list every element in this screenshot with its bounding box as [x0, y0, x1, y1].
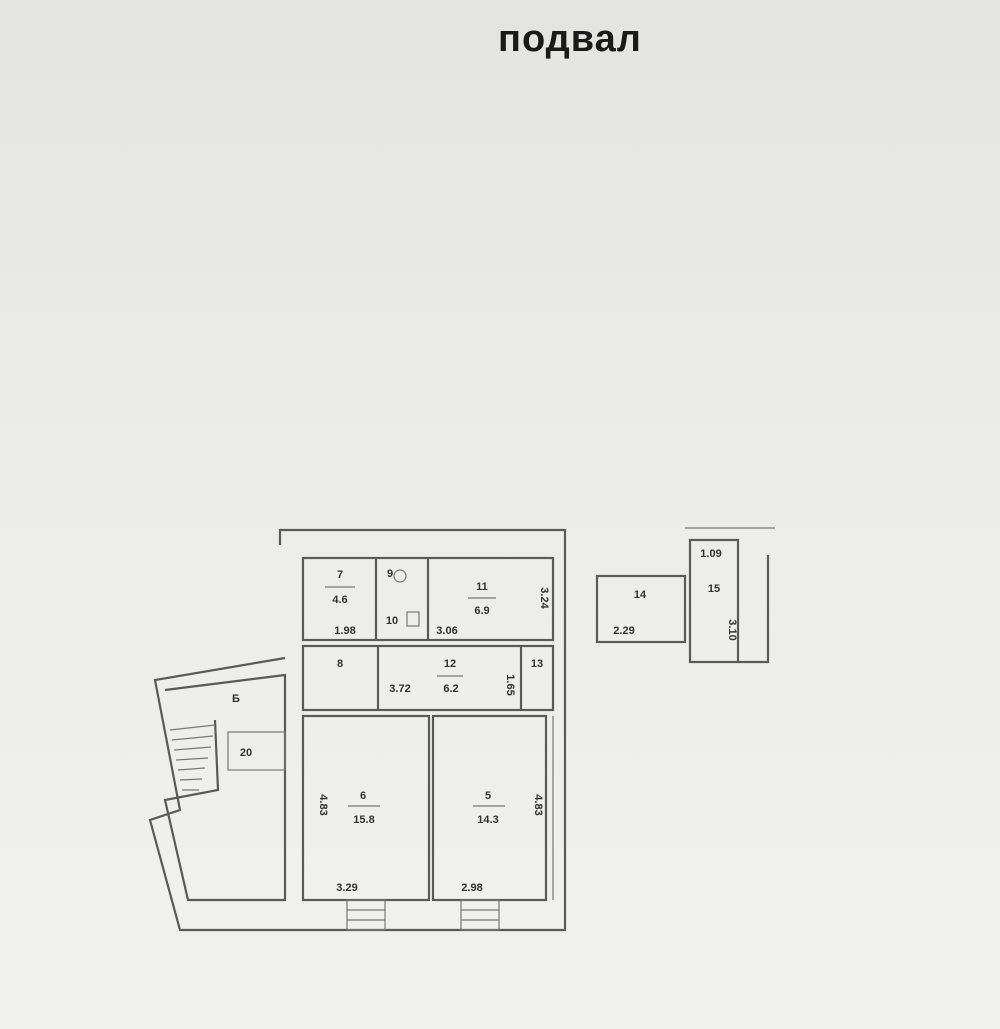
walls	[148, 527, 775, 932]
room-7-area: 4.6	[332, 594, 347, 606]
room-7-number: 7	[337, 569, 343, 581]
staircase	[169, 724, 216, 791]
dimension-3-06: 3.06	[436, 625, 457, 637]
room-6-area: 15.8	[353, 814, 374, 826]
toilet-icon	[393, 569, 407, 583]
dimension-1-98: 1.98	[334, 625, 355, 637]
room-11-area: 6.9	[474, 605, 489, 617]
dimension-1-65: 1.65	[504, 674, 516, 695]
sink-icon	[406, 611, 420, 627]
room-12-area: 6.2	[443, 683, 458, 695]
room-10-number: 10	[386, 615, 398, 627]
dimension-3-29: 3.29	[336, 882, 357, 894]
room-11-number: 11	[476, 581, 488, 593]
entry-steps	[346, 899, 500, 931]
room-20-number: 20	[240, 747, 252, 759]
room-8-number: 8	[337, 658, 343, 670]
room-15-number: 15	[708, 583, 720, 595]
room-13-number: 13	[531, 658, 543, 670]
room-12-number: 12	[444, 658, 456, 670]
room-9-number: 9	[387, 568, 393, 580]
page-title: подвал	[498, 18, 642, 60]
dimension-1-09: 1.09	[700, 548, 721, 560]
dimension-3-10: 3.10	[726, 619, 738, 640]
dimension-3-24: 3.24	[538, 587, 550, 609]
dimension-4-83-left: 4.83	[317, 794, 329, 815]
room-14-number: 14	[634, 589, 647, 601]
dimension-2-98: 2.98	[461, 882, 482, 894]
room-b-number: Б	[232, 693, 240, 705]
dimension-3-72: 3.72	[389, 683, 410, 695]
room-5-area: 14.3	[477, 814, 498, 826]
room-5-number: 5	[485, 790, 491, 802]
room-6-number: 6	[360, 790, 366, 802]
dimension-4-83-right: 4.83	[532, 794, 544, 815]
dimension-2-29: 2.29	[613, 625, 634, 637]
